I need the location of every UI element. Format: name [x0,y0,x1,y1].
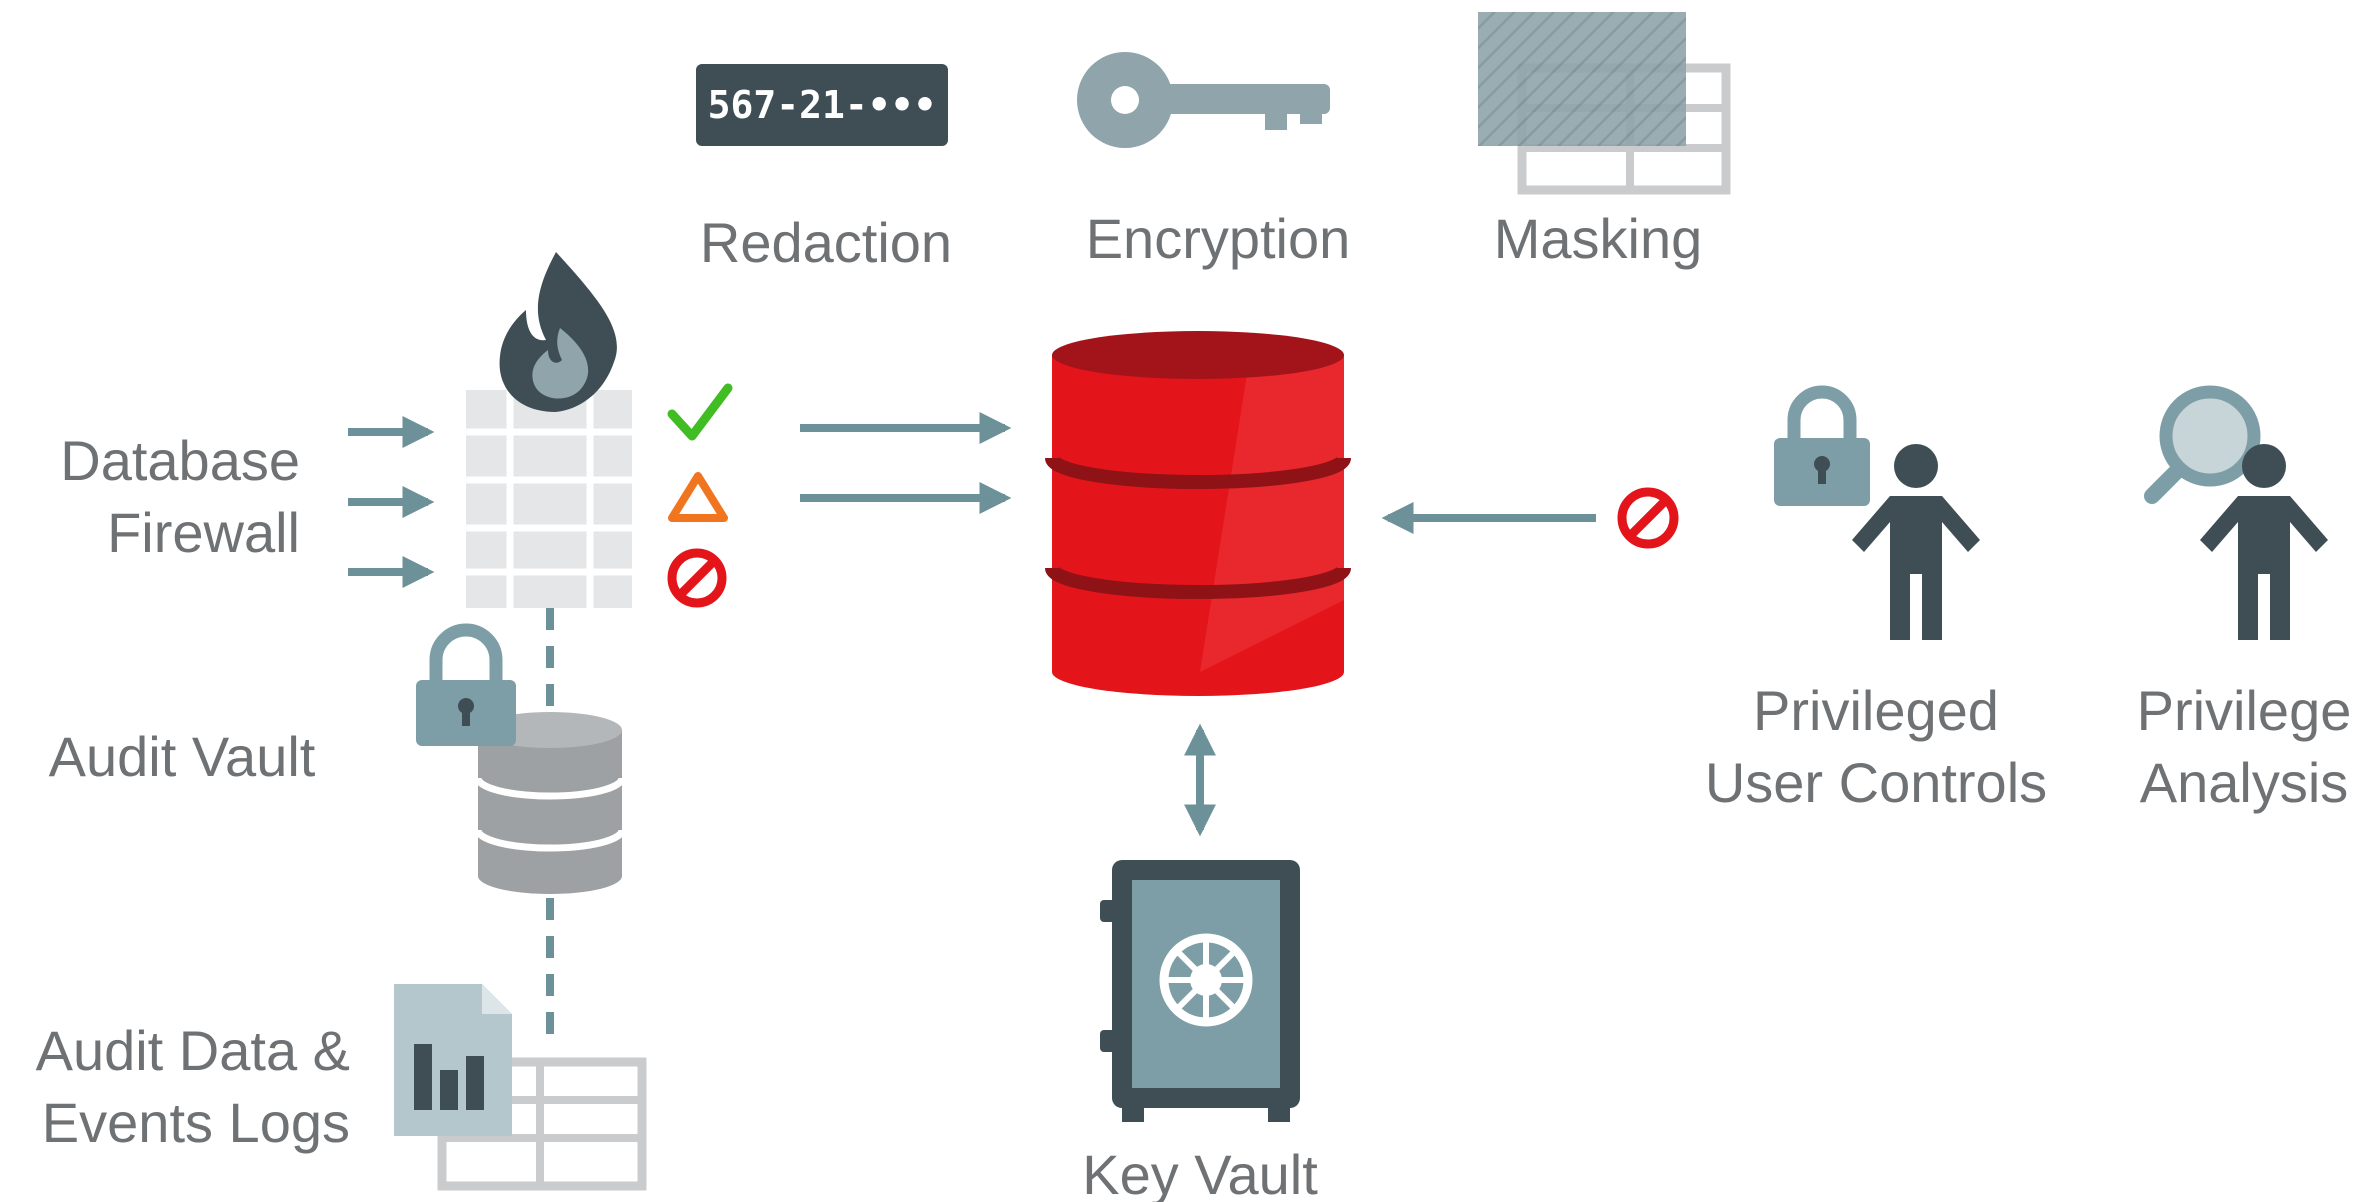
audit-database-icon [474,712,626,894]
redaction-tool: 567-21-••• Redaction [696,64,952,274]
masking-table-icon [1478,12,1731,195]
flame-icon [499,252,617,412]
privileged-label-line2: User Controls [1705,751,2047,814]
encryption-label: Encryption [1086,207,1351,270]
safe-icon [1100,860,1300,1122]
redaction-label: Redaction [700,211,952,274]
masking-tool: Masking [1478,12,1731,270]
audit-vault-label: Audit Vault [49,725,316,788]
key-vault-label: Key Vault [1082,1143,1318,1202]
person-icon [2200,444,2328,640]
masking-label: Masking [1494,207,1703,270]
logs-label-line1: Audit Data & [36,1019,350,1082]
inbound-arrows [348,416,435,588]
logs-label-line2: Events Logs [42,1091,350,1154]
analysis-label-line2: Analysis [2140,751,2349,814]
privilege-analysis-icon [2144,385,2328,640]
firewall-label-line1: Database [60,429,300,492]
block-icon [667,548,727,608]
encryption-tool: Encryption [1077,52,1350,270]
key-icon [1077,52,1330,148]
lock-icon [1774,385,1870,506]
analysis-label-line1: Privilege [2137,679,2352,742]
redaction-badge-icon [696,64,948,146]
warning-triangle-icon [668,472,728,522]
database-icon [1045,331,1351,696]
lock-icon [416,623,516,746]
privileged-label-line1: Privileged [1753,679,1999,742]
blocked-access-icon [1617,487,1679,549]
redaction-sample-text: 567-21-••• [708,83,937,127]
person-icon [1852,444,1980,640]
magnifier-icon [2144,385,2261,504]
firewall-label-line2: Firewall [107,501,300,564]
firewall-grid-icon [466,390,632,608]
report-document-icon [394,984,512,1136]
check-icon [667,383,733,441]
firewall-to-database-arrows [800,412,1012,514]
privileged-user-icon [1774,385,1980,640]
